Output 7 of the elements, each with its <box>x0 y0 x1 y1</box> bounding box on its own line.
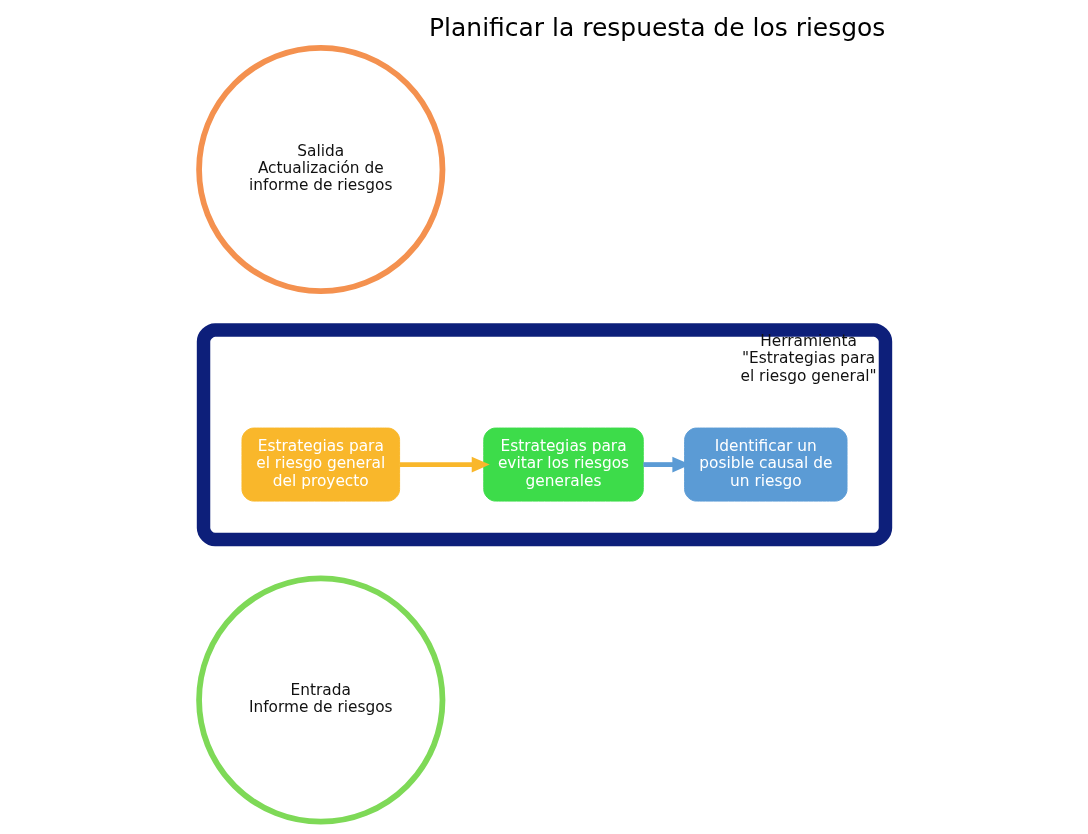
node-circle: Salida Actualización de informe de riesgos <box>195 44 445 295</box>
diagram-title: Planificar la respuesta de los riesgos <box>428 13 885 43</box>
node-box: Estrategias para el riesgo general del proyecto <box>241 427 400 502</box>
node-box: Identificar un posible causal de un riesgo <box>683 427 847 502</box>
node-box: Estrategias para evitar los riesgos generales <box>482 427 644 502</box>
arrow <box>399 456 490 473</box>
node-circle: Entrada Informe de riesgos <box>195 575 445 825</box>
